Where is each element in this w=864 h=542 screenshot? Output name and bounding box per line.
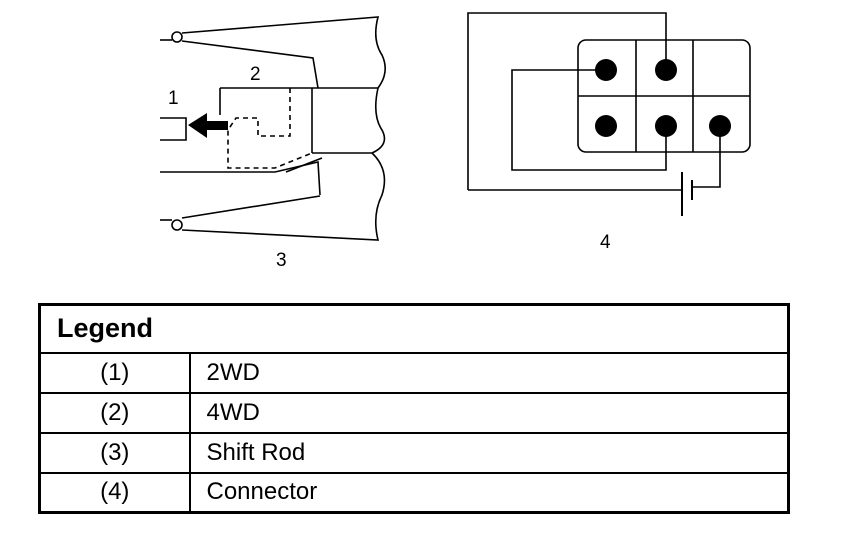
terminal [595,59,617,81]
rod-pin-top [171,31,183,43]
direction-arrow-icon [188,113,228,138]
legend-header-row: Legend [38,303,790,354]
connector-drawing [467,12,751,216]
legend-row: (2) 4WD [38,391,790,434]
legend-key: (3) [38,431,191,474]
legend-value: Connector [188,471,790,514]
rod-pin-bottom [171,219,183,231]
legend-key: (4) [38,471,191,514]
legend-key: (2) [38,391,191,434]
rod-upper-outline [181,16,386,89]
terminal [655,59,677,81]
legend-title: Legend [38,303,790,354]
legend-key: (1) [38,351,191,394]
legend-row: (1) 2WD [38,351,790,394]
callout-3: 3 [276,250,287,271]
legend-row: (4) Connector [38,471,790,514]
wire-outer [467,12,667,190]
rod-lower-outline [181,152,386,241]
legend-value: 4WD [188,391,790,434]
shift-rod-drawing [160,16,386,241]
rod-lower-inner [160,161,321,196]
callout-2: 2 [250,64,261,85]
legend-value: Shift Rod [188,431,790,474]
terminal [595,115,617,137]
plunger-tip [160,117,187,141]
rod-upper-inner [181,40,319,89]
terminal [709,115,731,137]
callout-1: 1 [168,88,179,109]
callout-4: 4 [600,232,611,253]
terminal [655,115,677,137]
wire-inner [511,69,667,171]
legend-table: Legend (1) 2WD (2) 4WD (3) Shift Rod (4)… [38,303,790,514]
dashed-4wd-outline [227,88,313,169]
legend-value: 2WD [188,351,790,394]
legend-row: (3) Shift Rod [38,431,790,474]
diagram: 1 2 3 4 [160,12,751,271]
wire-battery [692,126,721,188]
housing-outline [220,87,386,154]
connector-terminals [595,59,731,137]
